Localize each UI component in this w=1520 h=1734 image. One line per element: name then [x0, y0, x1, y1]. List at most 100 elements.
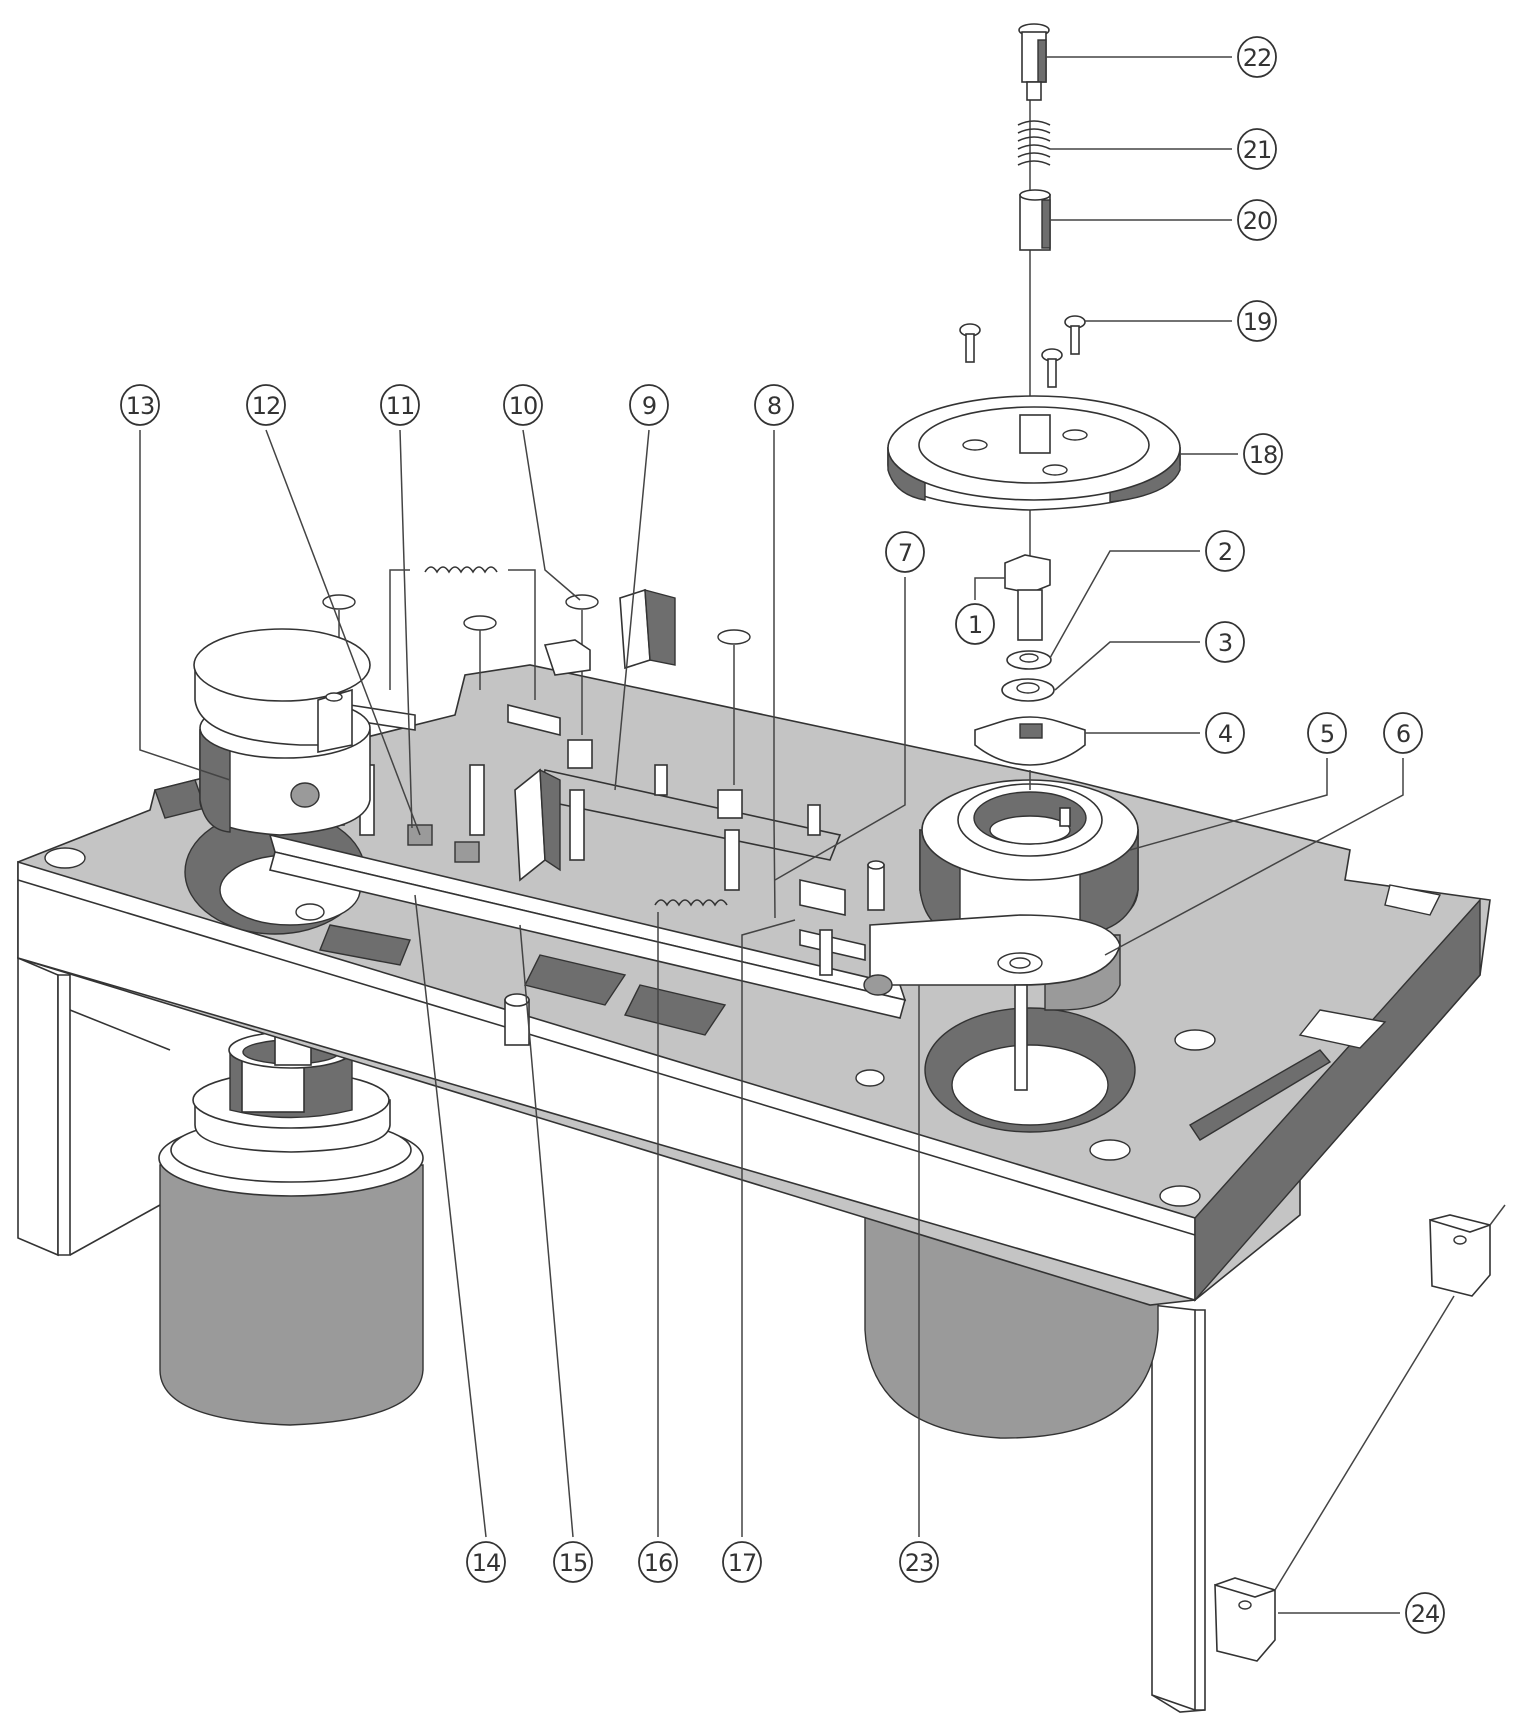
callout-20: 20 — [1237, 199, 1277, 241]
exploded-stack — [887, 23, 1181, 790]
callout-19: 19 — [1237, 300, 1277, 342]
callout-circle — [885, 531, 925, 573]
callout-1: 1 — [955, 603, 995, 645]
motor-left — [158, 1002, 424, 1426]
leader-line-11 — [399, 429, 413, 829]
callout-label: 14 — [472, 1549, 501, 1577]
callout-circle — [1205, 621, 1245, 663]
callout-circle — [120, 384, 160, 426]
callout-label: 9 — [642, 392, 656, 420]
callout-label: 24 — [1411, 1600, 1440, 1628]
capstan-shaft — [1014, 984, 1028, 1091]
motor-right — [864, 1211, 1159, 1439]
leader-line-12 — [265, 429, 421, 836]
callout-circle — [1237, 199, 1277, 241]
callout-circle — [1243, 433, 1283, 475]
callout-label: 11 — [386, 392, 415, 420]
callout-6: 6 — [1383, 712, 1423, 754]
callout-label: 18 — [1249, 441, 1278, 469]
callout-circle — [629, 384, 669, 426]
callout-circle — [380, 384, 420, 426]
callout-circle — [1405, 1592, 1445, 1634]
callout-label: 12 — [252, 392, 281, 420]
callout-5: 5 — [1307, 712, 1347, 754]
leader-line-17 — [741, 919, 796, 1537]
callout-label: 16 — [644, 1549, 673, 1577]
callout-7: 7 — [885, 531, 925, 573]
callout-label: 3 — [1218, 629, 1232, 657]
callout-circle — [899, 1541, 939, 1583]
callout-circle — [1383, 712, 1423, 754]
leader-line-14 — [414, 894, 487, 1538]
callout-circle — [754, 384, 794, 426]
leader-line-2 — [1049, 550, 1200, 659]
callout-13: 13 — [120, 384, 160, 426]
callout-label: 13 — [126, 392, 155, 420]
callout-24: 24 — [1405, 1592, 1445, 1634]
callout-circle — [1205, 712, 1245, 754]
callout-circle — [466, 1541, 506, 1583]
callout-14: 14 — [466, 1541, 506, 1583]
callout-label: 10 — [509, 392, 538, 420]
callout-label: 8 — [767, 392, 781, 420]
leader-line-9 — [614, 429, 650, 791]
callout-label: 23 — [905, 1549, 934, 1577]
callout-circle — [722, 1541, 762, 1583]
leg-right — [1151, 1304, 1196, 1712]
leader-lines — [139, 56, 1404, 1614]
callout-circle — [553, 1541, 593, 1583]
callout-10: 10 — [503, 384, 543, 426]
callout-9: 9 — [629, 384, 669, 426]
callout-label: 6 — [1396, 720, 1410, 748]
callout-label: 4 — [1218, 720, 1232, 748]
callout-circle — [1307, 712, 1347, 754]
callout-17: 17 — [722, 1541, 762, 1583]
callout-22: 22 — [1237, 36, 1277, 78]
callout-circle — [1237, 36, 1277, 78]
callout-label: 20 — [1243, 207, 1272, 235]
callout-circle — [1237, 128, 1277, 170]
callout-18: 18 — [1243, 433, 1283, 475]
callout-label: 5 — [1320, 720, 1334, 748]
leader-line-1 — [974, 577, 1005, 600]
callout-circle — [638, 1541, 678, 1583]
leader-line-15 — [519, 924, 574, 1538]
callout-8: 8 — [754, 384, 794, 426]
callout-label: 17 — [728, 1549, 757, 1577]
callout-circle — [246, 384, 286, 426]
leader-line-10 — [522, 429, 581, 601]
callout-23: 23 — [899, 1541, 939, 1583]
callout-label: 21 — [1243, 136, 1272, 164]
callout-2: 2 — [1205, 530, 1245, 572]
callout-circle — [1237, 300, 1277, 342]
callout-12: 12 — [246, 384, 286, 426]
frame-legs — [17, 956, 1206, 1713]
reel-spindle-assembly — [193, 628, 371, 836]
callout-label: 22 — [1243, 44, 1272, 72]
callout-15: 15 — [553, 1541, 593, 1583]
leg-left — [17, 956, 59, 1257]
callout-circle — [955, 603, 995, 645]
callout-label: 2 — [1218, 538, 1232, 566]
callout-circle — [503, 384, 543, 426]
pinch-arm — [799, 860, 1121, 1011]
leader-line-5 — [1129, 758, 1328, 851]
compression-spring — [1017, 120, 1051, 166]
callout-11: 11 — [380, 384, 420, 426]
leader-line-7 — [774, 577, 906, 881]
leader-line-13 — [139, 430, 231, 781]
leader-line-3 — [1054, 641, 1200, 691]
callout-label: 7 — [898, 539, 912, 567]
foot-brackets — [1214, 1204, 1506, 1662]
callout-16: 16 — [638, 1541, 678, 1583]
callout-label: 15 — [559, 1549, 588, 1577]
keyed-collar — [974, 716, 1086, 766]
callout-4: 4 — [1205, 712, 1245, 754]
slide-bar-assembly — [268, 566, 907, 1019]
callout-circle — [1205, 530, 1245, 572]
leader-line-6 — [1104, 758, 1404, 956]
leader-line-8 — [773, 430, 776, 919]
callout-3: 3 — [1205, 621, 1245, 663]
